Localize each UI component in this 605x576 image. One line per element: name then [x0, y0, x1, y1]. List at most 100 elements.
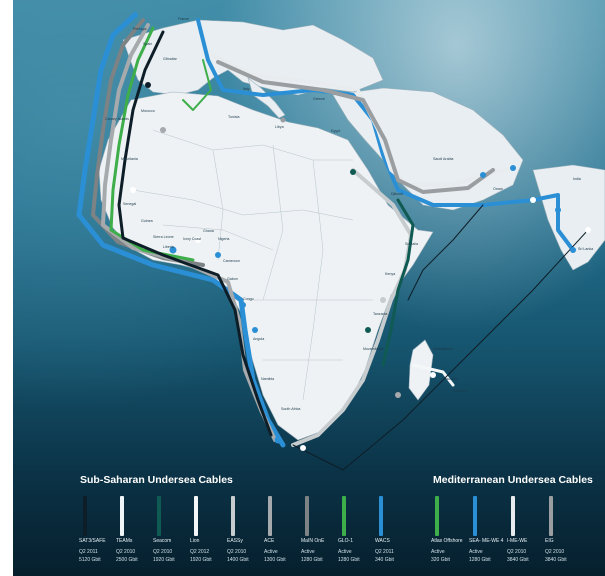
landing-label: South Africa — [281, 407, 300, 411]
legend-swatch — [231, 496, 235, 536]
cable-i-me-we — [211, 53, 515, 187]
cable-dark-long — [292, 229, 589, 471]
madagascar-landmass — [408, 339, 434, 401]
legend-cable-capacity: 340 Gbit — [375, 557, 394, 563]
landing-label: Nigeria — [218, 237, 229, 241]
legend-swatch — [435, 496, 439, 536]
legend-cable-status: Q2 2011 — [79, 549, 98, 555]
legend-cable-name: ACE — [264, 538, 275, 544]
landing-label: Saudi Arabia — [433, 157, 453, 161]
landing-label: India — [573, 177, 581, 181]
landing-label: Djibouti — [391, 192, 403, 196]
legend-cable-capacity: 1280 Gbit — [469, 557, 491, 563]
legend-title-mediterranean: Mediterranean Undersea Cables — [433, 474, 593, 486]
cable-sat3 — [117, 30, 273, 437]
landing-label: Spain — [143, 42, 152, 46]
cable-ace — [101, 23, 277, 442]
landing-label: Namibia — [261, 377, 274, 381]
legend-cable-capacity: 3840 Gbit — [507, 557, 529, 563]
legend-cable-status: Q2 2010 — [545, 549, 565, 555]
undersea-cables — [76, 12, 589, 471]
middle-east-landmass — [332, 87, 524, 211]
legend-swatch — [342, 496, 346, 536]
legend-cable-capacity: 3840 Gbit — [545, 557, 567, 563]
cable-eassy — [291, 168, 413, 447]
legend-swatch — [157, 496, 161, 536]
cable-eig — [216, 60, 495, 194]
landing-label: Libya — [275, 125, 284, 129]
legend-cable-capacity: 1280 Gbit — [301, 557, 323, 563]
landing-label: Mauritania — [121, 157, 138, 161]
legend-cable-name: Atlas Offshore — [431, 538, 463, 544]
legend-cable-status: Q2 2010 — [227, 549, 247, 555]
landing-label: Ivory Coast — [183, 237, 201, 241]
legend-cable-name: Seacom — [153, 538, 172, 544]
legend-cable-status: Active — [431, 549, 445, 555]
legend-cable-name: EASSy — [227, 538, 243, 544]
cable-teams — [407, 204, 484, 301]
landing-label: Egypt — [331, 129, 340, 133]
legend-swatch — [305, 496, 309, 536]
legend-swatch — [83, 496, 87, 536]
landing-label: Gibraltar — [163, 57, 178, 61]
legend-swatch — [511, 496, 515, 536]
legend-cable-status: Q2 2010 — [153, 549, 173, 555]
landing-label: Senegal — [123, 202, 136, 206]
cable-lion — [411, 363, 455, 387]
landing-label: Oman — [493, 187, 503, 191]
legend-swatch — [120, 496, 124, 536]
legend-swatch — [268, 496, 272, 536]
cable-seacom — [381, 198, 415, 367]
legend-cable-status: Active — [264, 549, 278, 555]
legend-swatch — [379, 496, 383, 536]
landing-label: Tunisia — [228, 115, 239, 119]
legend-cable-capacity: 320 Gbit — [431, 557, 450, 563]
landing-label: Liberia — [163, 245, 174, 249]
legend-cable-capacity: 2500 Gbit — [116, 557, 138, 563]
cable-wacs — [76, 12, 286, 448]
landing-label: Mozambique — [363, 347, 384, 351]
landing-label: Gabon — [227, 277, 238, 281]
cable-glo1 — [109, 26, 195, 262]
cable-atlas-offshore — [182, 59, 212, 111]
landing-label: Kenya — [385, 272, 395, 276]
landing-label: Madagascar — [433, 347, 454, 351]
legend-cable-name: EIG — [545, 538, 554, 544]
landing-points — [130, 12, 591, 451]
legend-cable-capacity: 1400 Gbit — [227, 557, 249, 563]
legend-cable-name: WACS — [375, 538, 390, 544]
legend-title-sub-saharan: Sub-Saharan Undersea Cables — [80, 474, 233, 486]
legend-cable-name: MaIN OnE — [301, 538, 325, 544]
legend-cable-capacity: 1920 Gbit — [190, 557, 212, 563]
legend-cable-name: SEA- ME-WE 4 — [469, 538, 504, 544]
landing-label: Congo — [243, 297, 254, 301]
legend-swatch — [549, 496, 553, 536]
legend-cable-name: I-ME-WE — [507, 538, 528, 544]
landing-label: Portugal — [133, 27, 147, 31]
landing-label: Italy — [243, 87, 250, 91]
legend-cable-capacity: 1280 Gbit — [338, 557, 360, 563]
landing-label: Mauritius — [443, 377, 458, 381]
landing-label: Angola — [253, 337, 264, 341]
legend-cable-status: Active — [469, 549, 483, 555]
italy-landmass — [247, 77, 286, 119]
legend-cable-status: Q2 2011 — [375, 549, 394, 555]
landing-label: Cameroon — [223, 259, 240, 263]
legend-cable-capacity: 1920 Gbit — [153, 557, 175, 563]
legend-swatch — [194, 496, 198, 536]
landing-label: Morocco — [141, 109, 155, 113]
legend-cable-capacity: 1300 Gbit — [264, 557, 286, 563]
africa-cable-map: Gibraltar SpainMoroccoTunisiaLibyaEgyptSa… — [76, 12, 605, 471]
legend-cable-capacity: 5120 Gbit — [79, 557, 101, 563]
legend-cable-status: Q2 2010 — [507, 549, 527, 555]
landing-label: Somalia — [405, 242, 418, 246]
landing-label: Sri Lanka — [578, 247, 593, 251]
landing-label: Ghana — [203, 229, 214, 233]
legend-cable-status: Q2 2010 — [116, 549, 136, 555]
legend-cable-name: Lion — [190, 538, 200, 544]
country-borders — [132, 129, 373, 401]
legend-cable-name: TEAMs — [116, 538, 133, 544]
cable-sea-me-we-4 — [196, 18, 575, 252]
legend-cable-status: Active — [301, 549, 315, 555]
